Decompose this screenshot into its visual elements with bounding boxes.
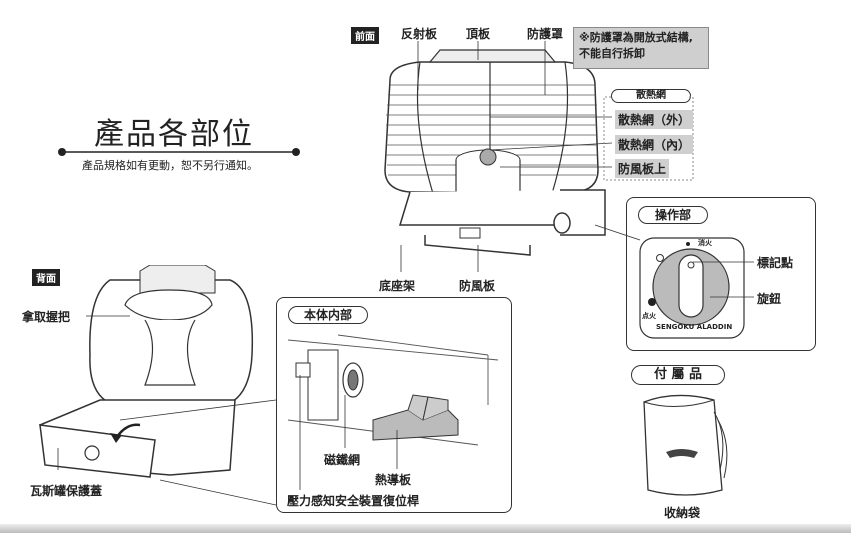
accessories-header: 付 屬 品 xyxy=(631,365,725,385)
label-top-plate: 頂板 xyxy=(466,27,491,41)
label-base-frame: 底座架 xyxy=(379,279,416,293)
label-guard: 防護罩 xyxy=(527,27,564,41)
label-marker: 標記點 xyxy=(757,256,794,270)
fire-off-label: 消火 xyxy=(698,239,712,247)
operation-dial-drawing xyxy=(594,224,745,339)
back-tag: 背面 xyxy=(32,269,60,286)
label-heat-net-outer: 散熱網（外） xyxy=(615,110,694,129)
label-heat-plate: 熱導板 xyxy=(375,473,412,487)
back-heater-drawing xyxy=(39,265,254,478)
label-windshield: 防風板 xyxy=(459,279,496,293)
internal-header: 本体内部 xyxy=(288,306,368,324)
heat-net-bracket xyxy=(603,96,694,181)
internal-drawing xyxy=(287,334,499,446)
ignite-label: 点火 xyxy=(642,312,656,320)
guard-note-line1: ※防護罩為開放式結構, xyxy=(579,31,693,44)
label-gas-cover: 瓦斯罐保護蓋 xyxy=(30,484,103,498)
footer-strip xyxy=(0,524,851,533)
label-handle: 拿取握把 xyxy=(22,310,71,324)
title-underline xyxy=(58,148,300,156)
label-windshield-top: 防風板上 xyxy=(615,159,670,178)
page-subtitle: 產品規格如有更動，恕不另行通知。 xyxy=(82,159,258,172)
label-pressure-reset: 壓力感知安全裝置復位桿 xyxy=(287,494,420,508)
operation-header: 操作部 xyxy=(638,206,708,224)
guard-note-line2: 不能自行拆卸 xyxy=(579,47,645,60)
guard-note: ※防護罩為開放式結構, 不能自行拆卸 xyxy=(573,27,709,69)
storage-bag-drawing xyxy=(643,394,728,496)
heat-net-header: 散熱網 xyxy=(611,89,691,103)
operation-leader-lines xyxy=(693,261,754,298)
label-heat-net-inner: 散熱網（內） xyxy=(615,135,694,154)
label-reflector: 反射板 xyxy=(401,27,438,41)
label-storage-bag: 收納袋 xyxy=(664,506,701,520)
label-knob: 旋鈕 xyxy=(757,292,782,306)
page-title: 產品各部位 xyxy=(94,117,254,152)
front-tag: 前面 xyxy=(351,27,379,44)
brand-label: SENGOKU ALADDIN xyxy=(656,323,733,331)
label-magnet-net: 磁鐵網 xyxy=(324,453,361,467)
